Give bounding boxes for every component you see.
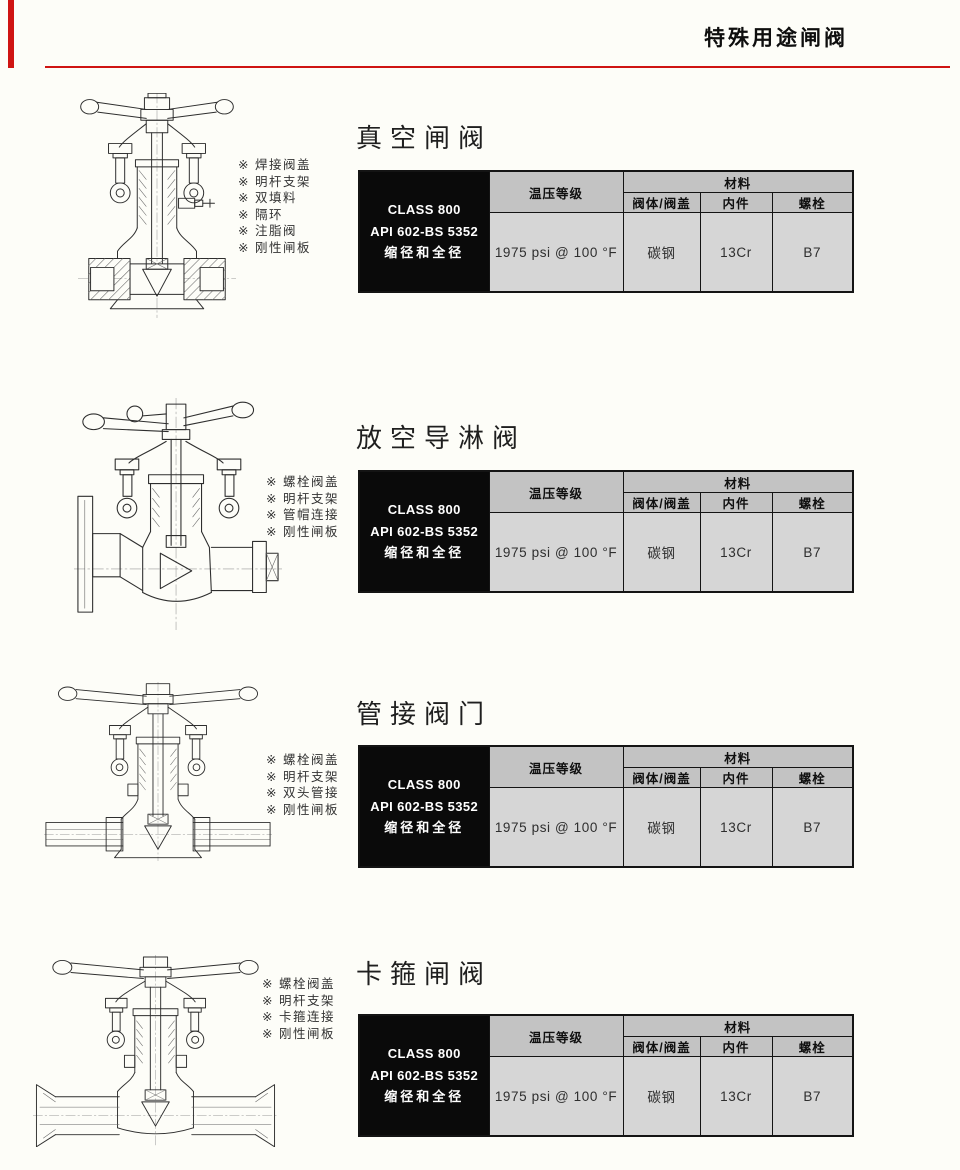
clamp-end-gate-valve-drawing (33, 955, 278, 1147)
section-title: 卡箍闸阀 (356, 959, 493, 989)
socket-weld-gate-valve-drawing (78, 93, 236, 318)
class-line: CLASS 800 (387, 1046, 461, 1062)
feature-item: ※ 刚性闸板 (262, 1026, 335, 1041)
body-bonnet-value: 碳钢 (622, 512, 701, 593)
feature-item: ※ 螺栓阀盖 (262, 977, 335, 991)
class-rating-cell: CLASS 800 API 602-BS 5352 缩径和全径 (358, 470, 490, 593)
column-header-trim: 内件 (699, 492, 773, 513)
body-bonnet-value: 碳钢 (622, 1056, 701, 1137)
page-title: 特殊用途闸阀 (704, 27, 848, 50)
pressure-temp-header: 温压等级 (488, 170, 624, 213)
column-header-body-bonnet: 阀体/阀盖 (622, 767, 701, 788)
feature-list: ※ 螺栓阀盖 ※ 明杆支架 ※ 管帽连接 ※ 刚性闸板 (266, 474, 339, 540)
pressure-temp-value: 1975 psi @ 100 °F (488, 1056, 624, 1137)
class-line: 缩径和全径 (384, 545, 465, 561)
column-header-bolting: 螺栓 (771, 767, 854, 788)
pressure-temp-value: 1975 psi @ 100 °F (488, 787, 624, 868)
feature-list: ※ 焊接阀盖 ※ 明杆支架 ※ 双填料 ※ 隔环 ※ 注脂阀 ※ 刚性闸板 (238, 157, 311, 256)
class-rating-cell: CLASS 800 API 602-BS 5352 缩径和全径 (358, 170, 490, 293)
trim-value: 13Cr (699, 787, 773, 868)
feature-item: ※ 螺栓阀盖 (266, 753, 339, 767)
section-clamp-gate-valve: ※ 螺栓阀盖 ※ 明杆支架 ※ 卡箍连接 ※ 刚性闸板 卡箍闸阀 CLASS 8… (0, 940, 960, 1170)
class-rating-cell: CLASS 800 API 602-BS 5352 缩径和全径 (358, 1014, 490, 1137)
page-accent-bar (8, 0, 14, 68)
trim-value: 13Cr (699, 512, 773, 593)
feature-item: ※ 明杆支架 (238, 174, 311, 189)
feature-item: ※ 明杆支架 (262, 993, 335, 1008)
section-title: 放空导淋阀 (356, 423, 527, 453)
class-line: 缩径和全径 (384, 245, 465, 261)
class-line: API 602-BS 5352 (370, 1067, 479, 1083)
pressure-temp-header: 温压等级 (488, 1014, 624, 1057)
spec-table: CLASS 800 API 602-BS 5352 缩径和全径 温压等级 材料 … (358, 745, 855, 868)
feature-item: ※ 管帽连接 (266, 508, 339, 522)
feature-item: ※ 双头管接 (266, 786, 339, 800)
column-header-trim: 内件 (699, 1036, 773, 1057)
feature-item: ※ 焊接阀盖 (238, 158, 311, 172)
trim-value: 13Cr (699, 212, 773, 293)
material-header: 材料 (622, 470, 854, 493)
class-line: 缩径和全径 (384, 820, 465, 836)
bolting-value: B7 (771, 512, 854, 593)
feature-list: ※ 螺栓阀盖 ※ 明杆支架 ※ 双头管接 ※ 刚性闸板 (266, 752, 339, 818)
column-header-trim: 内件 (699, 767, 773, 788)
section-vent-drain-valve: ※ 螺栓阀盖 ※ 明杆支架 ※ 管帽连接 ※ 刚性闸板 放空导淋阀 CLASS … (0, 390, 960, 635)
feature-item: ※ 刚性闸板 (266, 802, 339, 817)
pressure-temp-value: 1975 psi @ 100 °F (488, 212, 624, 293)
class-line: API 602-BS 5352 (370, 798, 479, 814)
feature-item: ※ 明杆支架 (266, 491, 339, 506)
feature-item: ※ 注脂阀 (238, 224, 297, 238)
flanged-vent-drain-valve-drawing (74, 398, 282, 630)
material-header: 材料 (622, 1014, 854, 1037)
column-header-body-bonnet: 阀体/阀盖 (622, 1036, 701, 1057)
class-line: API 602-BS 5352 (370, 523, 479, 539)
feature-item: ※ 刚性闸板 (238, 240, 311, 255)
feature-item: ※ 刚性闸板 (266, 524, 339, 539)
class-line: CLASS 800 (387, 502, 461, 518)
material-header: 材料 (622, 170, 854, 193)
spec-table: CLASS 800 API 602-BS 5352 缩径和全径 温压等级 材料 … (358, 470, 855, 593)
material-header: 材料 (622, 745, 854, 768)
page-title-rule (45, 66, 950, 68)
feature-item: ※ 卡箍连接 (262, 1010, 335, 1024)
class-line: API 602-BS 5352 (370, 223, 479, 239)
bolting-value: B7 (771, 1056, 854, 1137)
section-vacuum-gate-valve: ※ 焊接阀盖 ※ 明杆支架 ※ 双填料 ※ 隔环 ※ 注脂阀 ※ 刚性闸板 真空… (0, 84, 960, 344)
bolting-value: B7 (771, 787, 854, 868)
bolting-value: B7 (771, 212, 854, 293)
spec-table: CLASS 800 API 602-BS 5352 缩径和全径 温压等级 材料 … (358, 170, 855, 293)
class-line: CLASS 800 (387, 202, 461, 218)
feature-item: ※ 双填料 (238, 191, 297, 205)
column-header-bolting: 螺栓 (771, 492, 854, 513)
column-header-trim: 内件 (699, 192, 773, 213)
section-pipe-nipple-valve: ※ 螺栓阀盖 ※ 明杆支架 ※ 双头管接 ※ 刚性闸板 管接阀门 CLASS 8… (0, 670, 960, 895)
column-header-bolting: 螺栓 (771, 1036, 854, 1057)
column-header-bolting: 螺栓 (771, 192, 854, 213)
section-title: 管接阀门 (356, 699, 493, 729)
column-header-body-bonnet: 阀体/阀盖 (622, 192, 701, 213)
class-line: 缩径和全径 (384, 1089, 465, 1105)
column-header-body-bonnet: 阀体/阀盖 (622, 492, 701, 513)
pressure-temp-header: 温压等级 (488, 745, 624, 788)
body-bonnet-value: 碳钢 (622, 787, 701, 868)
spec-table: CLASS 800 API 602-BS 5352 缩径和全径 温压等级 材料 … (358, 1014, 855, 1137)
body-bonnet-value: 碳钢 (622, 212, 701, 293)
class-rating-cell: CLASS 800 API 602-BS 5352 缩径和全径 (358, 745, 490, 868)
feature-item: ※ 螺栓阀盖 (266, 475, 339, 489)
trim-value: 13Cr (699, 1056, 773, 1137)
pressure-temp-value: 1975 psi @ 100 °F (488, 512, 624, 593)
feature-item: ※ 明杆支架 (266, 769, 339, 784)
class-line: CLASS 800 (387, 777, 461, 793)
feature-item: ※ 隔环 (238, 207, 283, 222)
section-title: 真空闸阀 (356, 123, 493, 153)
pressure-temp-header: 温压等级 (488, 470, 624, 513)
pipe-nipple-gate-valve-drawing (44, 682, 272, 861)
feature-list: ※ 螺栓阀盖 ※ 明杆支架 ※ 卡箍连接 ※ 刚性闸板 (262, 976, 335, 1042)
